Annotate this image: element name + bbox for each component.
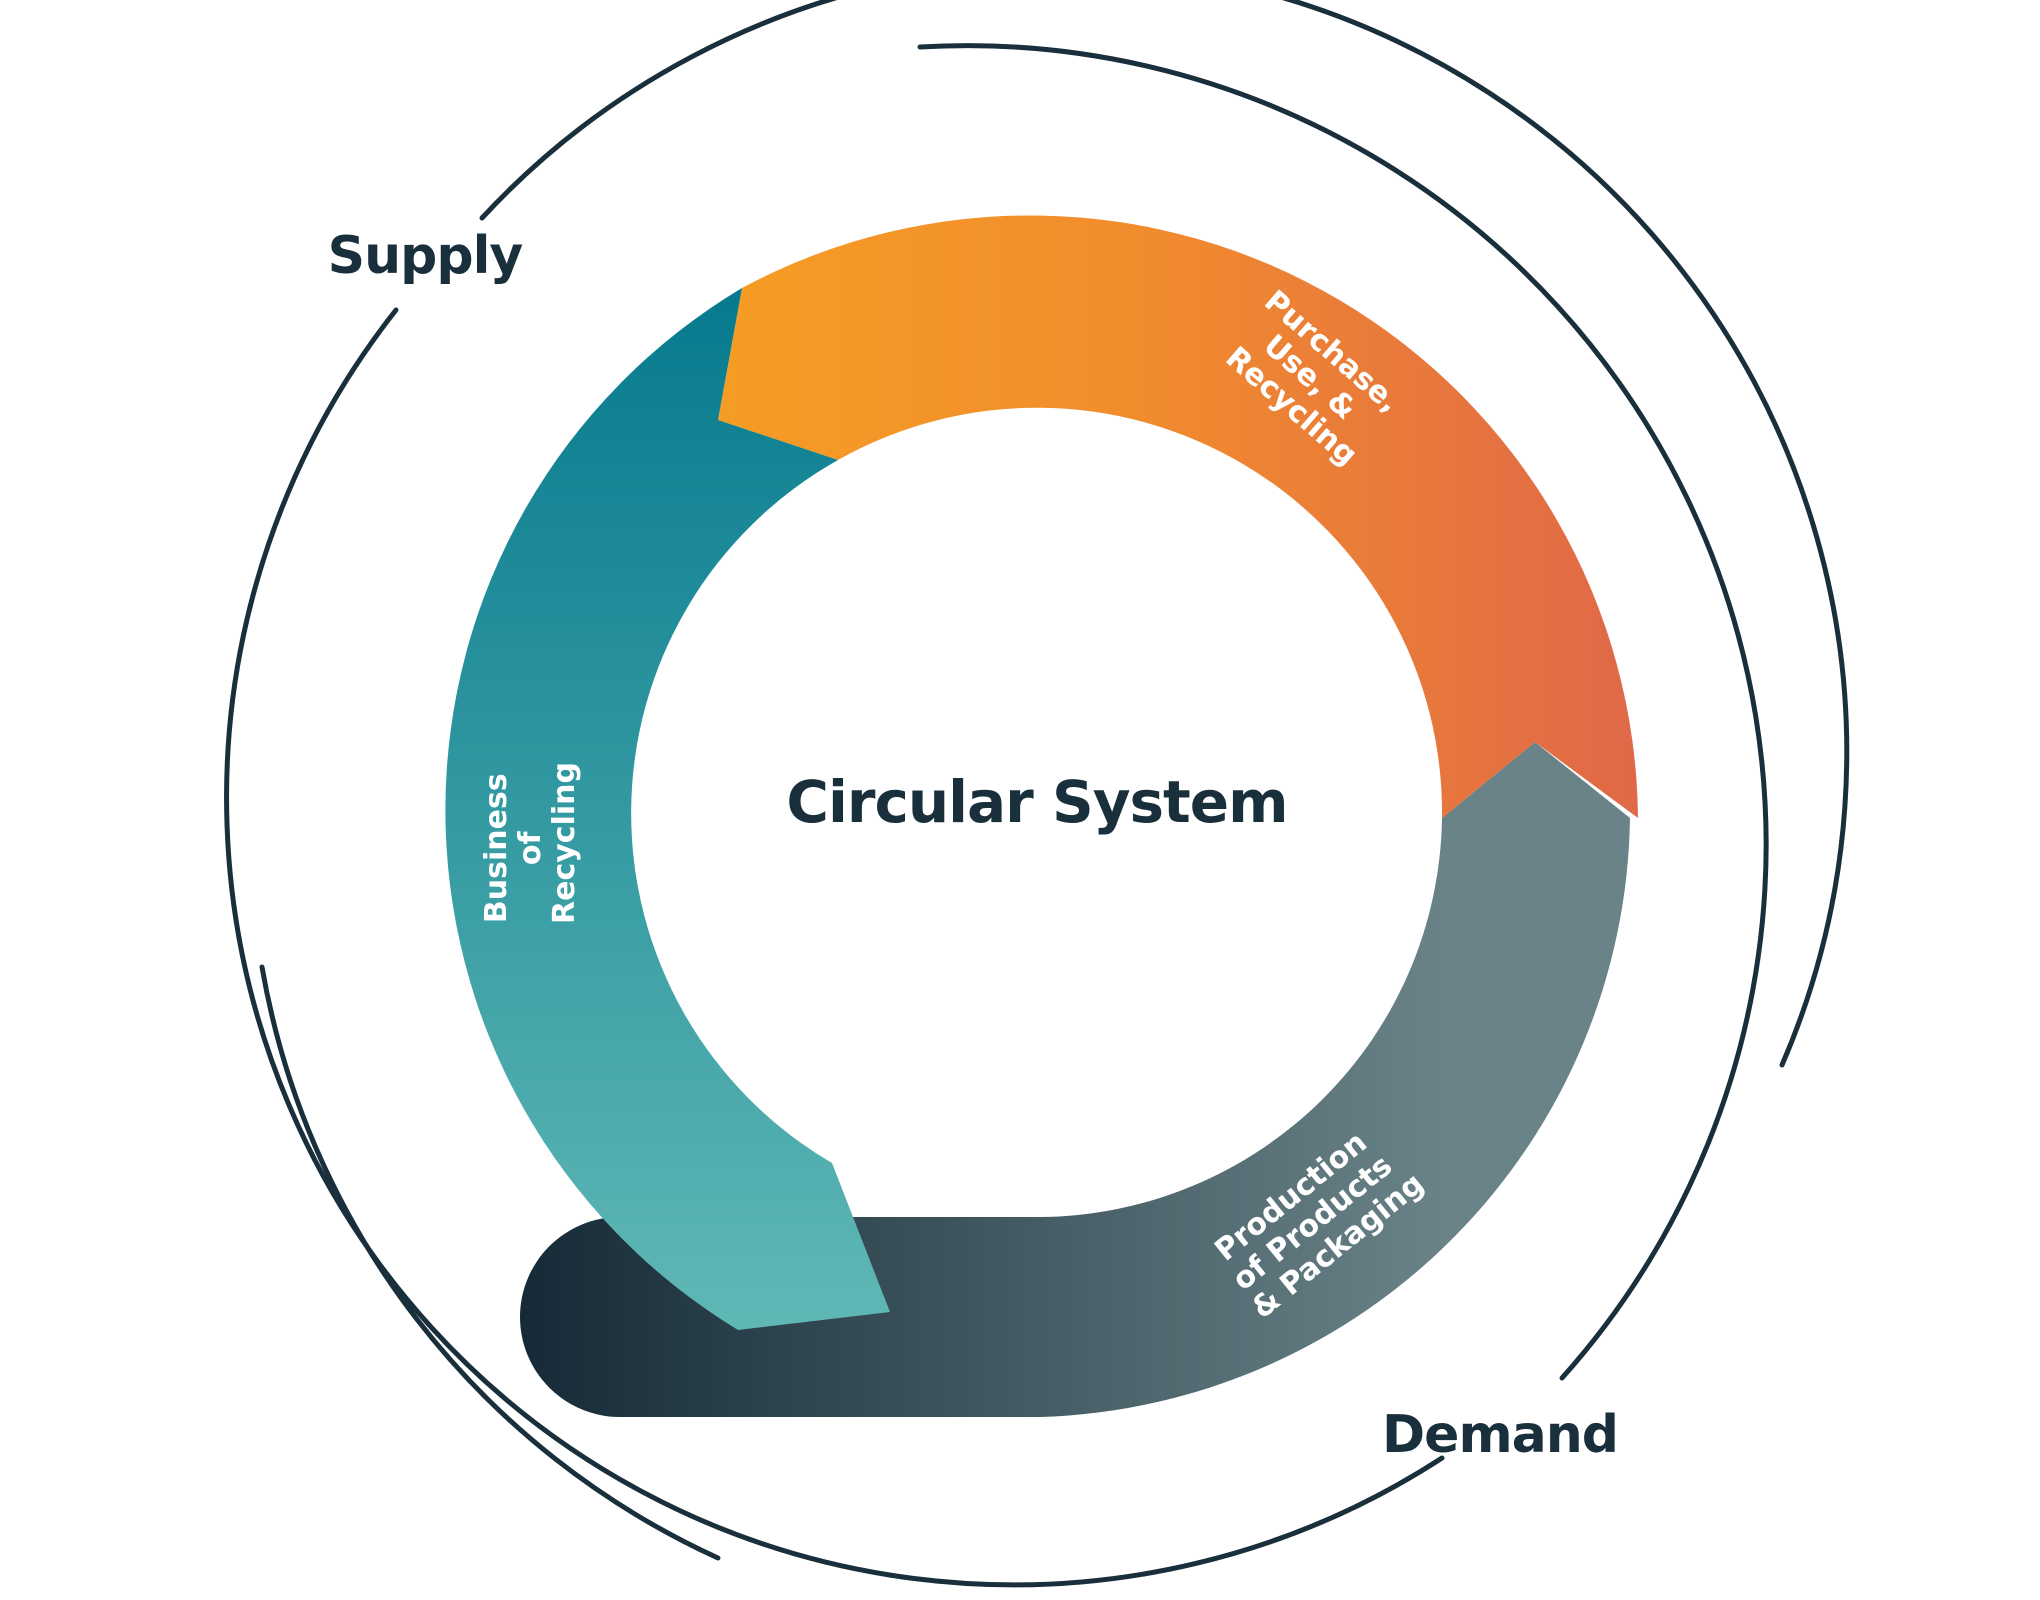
purchase-segment [718,215,1638,818]
demand-label: Demand [1382,1405,1618,1465]
outer-arc-top-right [479,0,1850,1068]
business-label-line-2: of [513,830,548,865]
business-segment [445,288,890,1330]
outer-arc-inner-bottom [259,964,721,1561]
supply-label: Supply [328,226,523,286]
business-label-line-3: Recycling [547,762,582,924]
business-label-line-1: Business [479,773,514,923]
outer-arc-left [224,307,1445,1588]
svg-text:Business of Recycl: Business of Recycling [479,762,582,924]
business-label: Business of Recycling [479,762,582,924]
outer-arcs [224,0,1850,1588]
center-label: Circular System [786,768,1287,836]
outer-arc-inner-top [917,43,1769,1381]
